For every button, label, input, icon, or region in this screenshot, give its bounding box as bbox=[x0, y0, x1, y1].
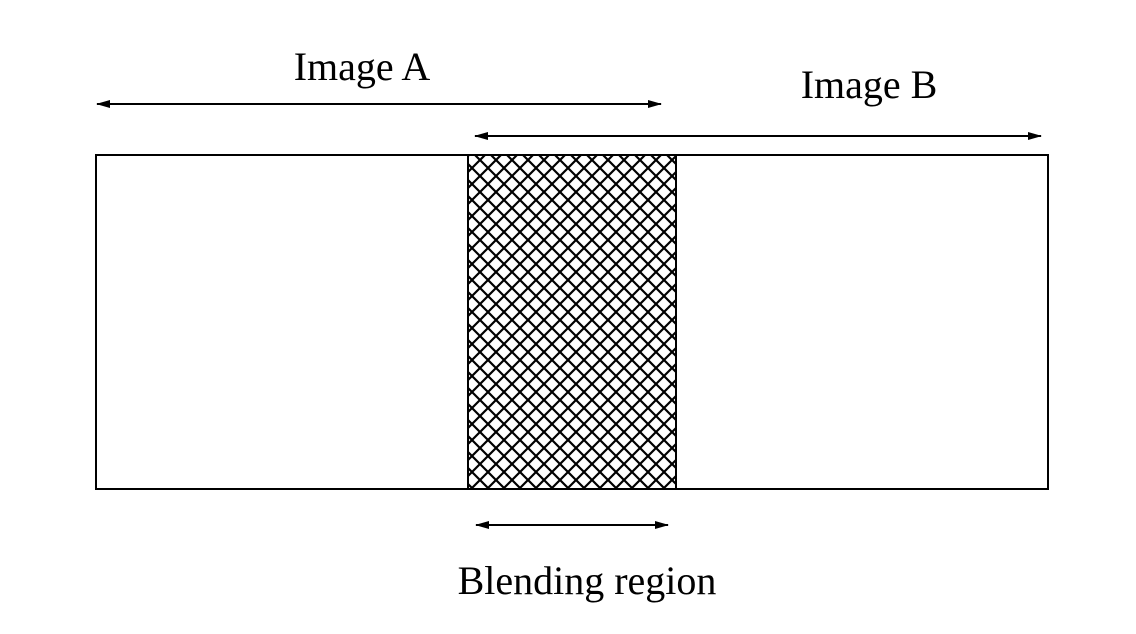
image-a-label: Image A bbox=[294, 44, 431, 89]
combined-image-frame bbox=[95, 154, 1049, 490]
image-b-label: Image B bbox=[801, 62, 938, 107]
blending-region-label: Blending region bbox=[458, 558, 717, 603]
blending-region-hatch bbox=[467, 154, 677, 490]
